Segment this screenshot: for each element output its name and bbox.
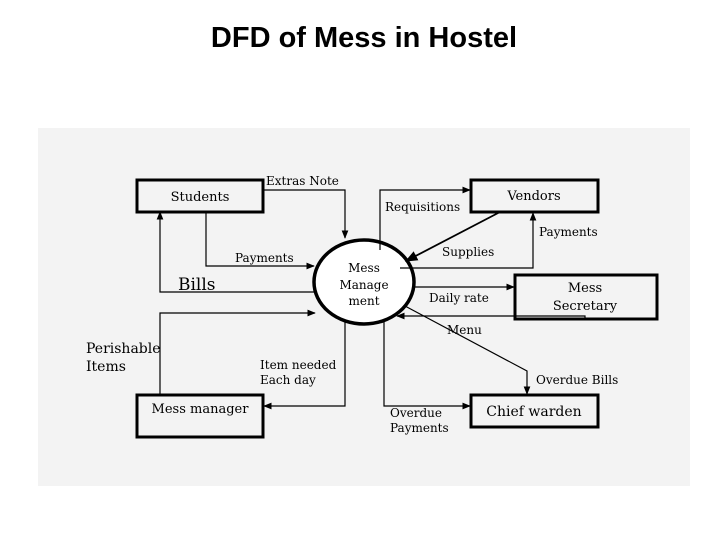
mess-manager-entity: Mess manager [135, 393, 265, 439]
item-needed-label-line2: Each day [260, 373, 316, 387]
item-needed-label-line1: Item needed [260, 358, 337, 372]
supplies-flow [404, 211, 501, 262]
payments-vendors-flow [400, 212, 537, 269]
payments-vendors-label: Payments [539, 225, 598, 239]
vendors-entity: Vendors [469, 178, 600, 214]
menu-flow [396, 312, 586, 320]
chief-warden-entity: Chief warden [469, 393, 600, 429]
overdue-payments-label-line2: Payments [390, 421, 449, 435]
requisitions-label: Requisitions [385, 200, 460, 214]
overdue-bills-label: Overdue Bills [536, 373, 618, 387]
daily-rate-label: Daily rate [429, 291, 489, 305]
payments-students-flow [205, 212, 315, 270]
perishable-items-flow [159, 309, 316, 395]
vendors-label: Vendors [506, 189, 560, 204]
mess-management-process: Mess Manage ment [312, 238, 416, 326]
process-label-line2: Manage [339, 278, 388, 292]
extras-note-flow [263, 189, 349, 239]
bills-flow [156, 211, 314, 293]
bills-label: Bills [178, 275, 216, 295]
students-entity: Students [135, 178, 265, 214]
students-label: Students [171, 190, 230, 205]
menu-label: Menu [447, 323, 482, 337]
mess-secretary-label-line2: Secretary [553, 299, 618, 314]
requisitions-flow [379, 186, 471, 250]
overdue-payments-flow [383, 320, 471, 410]
page-title: DFD of Mess in Hostel [210, 22, 518, 54]
perishable-items-label-line1: Perishable [86, 341, 161, 357]
supplies-label: Supplies [442, 245, 494, 259]
mess-secretary-entity: Mess Secretary [513, 273, 659, 321]
mess-manager-label: Mess manager [152, 402, 250, 417]
perishable-items-label-line2: Items [86, 359, 126, 375]
overdue-bills-flow [404, 305, 531, 395]
overdue-payments-label-line1: Overdue [390, 406, 442, 420]
chief-warden-label: Chief warden [486, 404, 581, 420]
mess-secretary-label-line1: Mess [568, 281, 602, 296]
item-needed-flow [263, 322, 346, 410]
process-label-line3: ment [348, 294, 379, 308]
extras-note-label: Extras Note [266, 174, 339, 188]
process-label-line1: Mess [348, 261, 380, 275]
payments-students-label: Payments [235, 251, 294, 265]
